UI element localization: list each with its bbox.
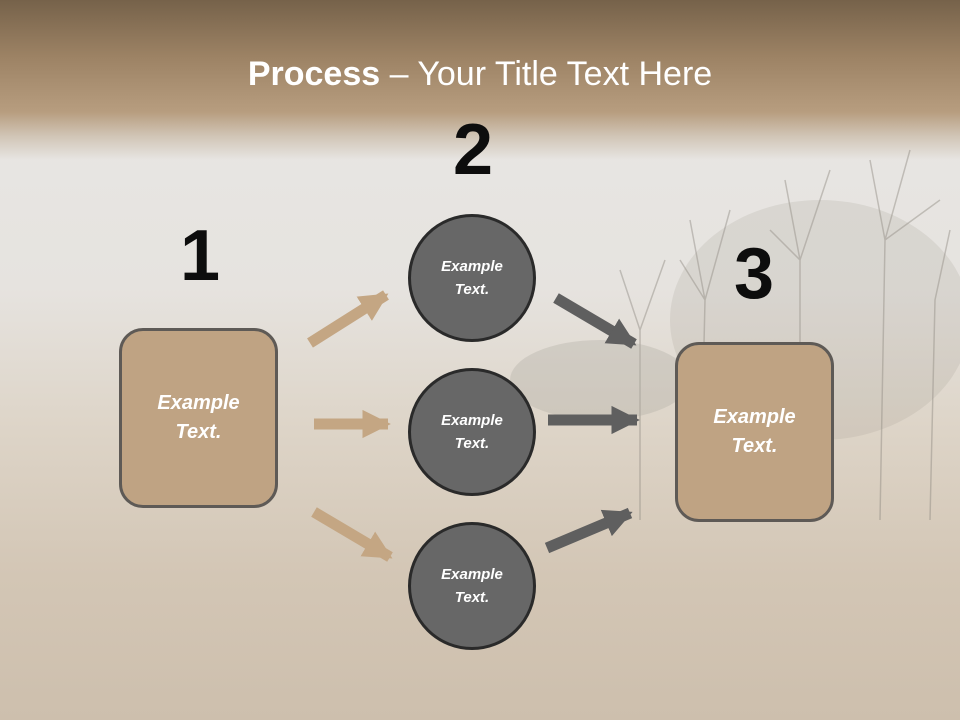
step-number-1: 1	[179, 216, 221, 296]
title-bold: Process	[247, 55, 381, 93]
node-top-text: Example Text.	[441, 258, 503, 298]
step-number-2: 2	[452, 110, 494, 190]
title-rest: – Your Title Text Here	[380, 55, 713, 93]
arrow-top-to-3	[553, 293, 637, 349]
step-2-node-middle: Example Text.	[408, 368, 536, 496]
page-title: Process – Your Title Text Here	[0, 52, 960, 96]
step-number-3: 3	[733, 234, 775, 314]
step-1-box: Example Text.	[119, 328, 278, 508]
step-2-node-bottom: Example Text.	[408, 522, 536, 650]
step-3-text: Example Text.	[713, 406, 796, 457]
arrow-1-to-bottom	[311, 507, 393, 562]
arrow-1-to-top	[307, 290, 389, 348]
node-middle-text: Example Text.	[441, 412, 503, 452]
step-3-box: Example Text.	[675, 342, 834, 522]
step-1-text: Example Text.	[157, 392, 240, 443]
arrow-bottom-to-3	[544, 507, 633, 554]
title-band	[0, 0, 960, 160]
node-bottom-text: Example Text.	[441, 566, 503, 606]
step-2-node-top: Example Text.	[408, 214, 536, 342]
